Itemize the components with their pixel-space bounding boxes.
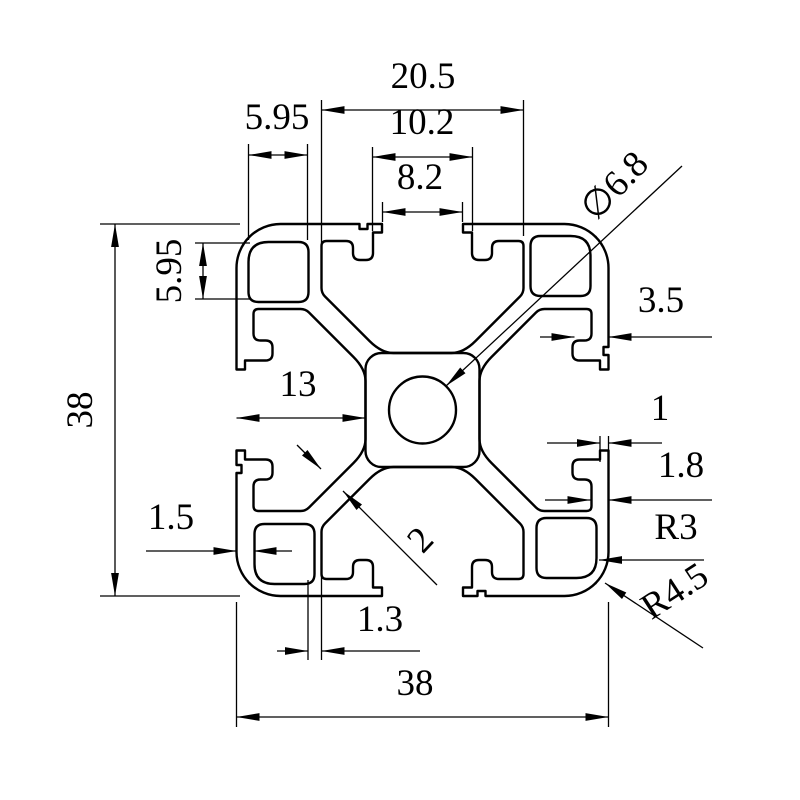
dim-label: 5.95 — [245, 97, 310, 138]
dimension-1.8: 1.8 — [545, 445, 712, 504]
dim-label: R3 — [654, 507, 697, 548]
dimension-13: 13 — [236, 364, 366, 422]
dimension-38: 38 — [60, 223, 240, 597]
dim-label: 2 — [399, 519, 442, 560]
dimension-3.5: 3.5 — [540, 280, 712, 341]
dimension-1: 1 — [547, 388, 669, 462]
corner-screw-pocket — [247, 240, 310, 304]
dimension-R3: R3 — [599, 507, 704, 564]
dimension-20.5: 20.5 — [320, 56, 525, 243]
dim-label: 38 — [397, 663, 434, 704]
dim-label: 5.95 — [149, 239, 190, 304]
dim-label: 13 — [280, 364, 317, 405]
corner-screw-pocket — [535, 516, 598, 580]
dimension-5.95: 5.95 — [245, 97, 310, 240]
center-core-outline — [364, 351, 481, 469]
dimension-1.5: 1.5 — [146, 497, 292, 555]
dim-label: 8.2 — [397, 157, 443, 198]
dim-label: 1 — [651, 388, 670, 429]
dim-label: 38 — [60, 392, 101, 429]
dimension-8.2: 8.2 — [381, 157, 464, 222]
dimension-R4.5: R4.5 — [604, 555, 716, 649]
dim-label: 1.5 — [148, 497, 194, 538]
center-hole — [387, 375, 458, 445]
dim-label: ∅6.8 — [573, 144, 657, 229]
dim-label: 3.5 — [638, 280, 684, 321]
dimension-10.2: 10.2 — [371, 102, 474, 231]
dim-label: 20.5 — [391, 56, 456, 97]
dimension-6.8: ∅6.8 — [445, 144, 683, 387]
extrusion-profile-outline — [235, 222, 610, 598]
dimension-38: 38 — [235, 602, 610, 727]
dimension-5.95: 5.95 — [149, 239, 250, 304]
corner-screw-pocket — [529, 234, 592, 298]
dim-label: 10.2 — [390, 102, 455, 143]
dimension-1.3: 1.3 — [277, 576, 420, 660]
dim-label: 1.3 — [357, 599, 403, 640]
dimension-annotations: 20.5 10.2 8.2 5.95 5.95 38 13 38 3.5 1 1.8 1.5 1.3 R3… — [60, 56, 716, 727]
corner-screw-pocket — [253, 522, 316, 586]
dim-label: R4.5 — [634, 555, 716, 628]
dim-label: 1.8 — [658, 445, 704, 486]
